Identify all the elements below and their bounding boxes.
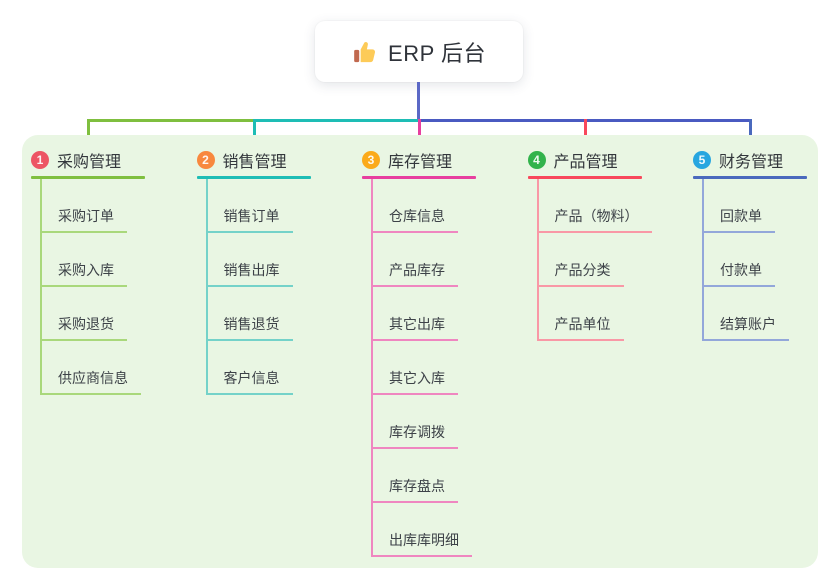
mindmap-node[interactable]: 销售出库 <box>205 233 293 287</box>
branch-1: 1 采购管理采购订单采购入库采购退货供应商信息 <box>31 135 191 568</box>
mindmap-node[interactable]: 库存调拨 <box>371 395 458 449</box>
branch-items: 产品（物料）产品分类产品单位 <box>536 179 652 341</box>
branch-underline <box>196 176 311 179</box>
branch-items: 采购订单采购入库采购退货供应商信息 <box>40 179 141 395</box>
branch-title: 财务管理 <box>719 154 784 171</box>
mindmap-node[interactable]: 出库库明细 <box>371 503 472 557</box>
branch-3: 3 库存管理仓库信息产品库存其它出库其它入库库存调拨库存盘点出库库明细 <box>362 135 522 568</box>
branch-number-badge: 5 <box>693 151 711 169</box>
mindmap-node[interactable]: 其它入库 <box>371 341 458 395</box>
branch-vertical-line <box>40 179 42 395</box>
mindmap-node[interactable]: 采购订单 <box>40 179 127 233</box>
root-node[interactable]: ERP 后台 <box>315 21 523 82</box>
horizontal-line-left-teal <box>252 119 421 122</box>
mindmap-node[interactable]: 库存盘点 <box>371 449 458 503</box>
branch-title-node[interactable]: 2 销售管理 <box>196 147 287 173</box>
mindmap-node[interactable]: 结算账户 <box>702 287 789 341</box>
branch-title: 产品管理 <box>553 154 618 171</box>
branch-stub-line-3 <box>418 119 421 146</box>
mindmap-node[interactable]: 产品库存 <box>371 233 458 287</box>
branch-vertical-line <box>536 179 539 341</box>
mindmap-node[interactable]: 供应商信息 <box>40 341 141 395</box>
branch-items: 回款单付款单结算账户 <box>702 179 789 341</box>
branch-underline <box>527 176 642 179</box>
branch-stub-line-2 <box>252 119 256 146</box>
root-stem-line <box>417 82 420 119</box>
branch-stub-line-4 <box>583 119 587 146</box>
mindmap-node[interactable]: 其它出库 <box>371 287 458 341</box>
mindmap-node[interactable]: 采购退货 <box>40 287 127 341</box>
mindmap-node[interactable]: 回款单 <box>702 179 775 233</box>
mindmap-node[interactable]: 销售订单 <box>205 179 293 233</box>
branch-number-badge: 4 <box>527 151 546 169</box>
mindmap-node[interactable]: 采购入库 <box>40 233 127 287</box>
branch-underline <box>693 176 807 179</box>
branch-title-node[interactable]: 4 产品管理 <box>527 147 618 173</box>
root-title: ERP 后台 <box>388 40 486 66</box>
mindmap-node[interactable]: 客户信息 <box>205 341 293 395</box>
branch-underline <box>31 176 145 179</box>
branch-items: 销售订单销售出库销售退货客户信息 <box>205 179 293 395</box>
branch-title: 库存管理 <box>388 154 453 171</box>
branch-4: 4 产品管理产品（物料）产品分类产品单位 <box>527 135 688 568</box>
branch-items: 仓库信息产品库存其它出库其它入库库存调拨库存盘点出库库明细 <box>371 179 472 557</box>
branch-stub-line-1 <box>87 119 90 146</box>
mindmap-node[interactable]: 销售退货 <box>205 287 293 341</box>
branch-vertical-line <box>371 179 373 557</box>
branch-title: 销售管理 <box>222 154 287 171</box>
mindmap-node[interactable]: 仓库信息 <box>371 179 458 233</box>
branch-title-node[interactable]: 1 采购管理 <box>31 147 121 173</box>
branch-number-badge: 2 <box>196 151 215 169</box>
branch-title-node[interactable]: 5 财务管理 <box>693 147 783 173</box>
branch-number-badge: 3 <box>362 151 380 169</box>
branch-5: 5 财务管理回款单付款单结算账户 <box>693 135 839 568</box>
mindmap-node[interactable]: 产品单位 <box>536 287 624 341</box>
branch-underline <box>362 176 476 179</box>
branch-title: 采购管理 <box>57 154 122 171</box>
branch-number-badge: 1 <box>31 151 49 169</box>
mindmap-node[interactable]: 付款单 <box>702 233 775 287</box>
branch-2: 2 销售管理销售订单销售出库销售退货客户信息 <box>196 135 357 568</box>
mindmap-node[interactable]: 产品（物料） <box>536 179 652 233</box>
branch-title-node[interactable]: 3 库存管理 <box>362 147 452 173</box>
mindmap-node[interactable]: 产品分类 <box>536 233 624 287</box>
thumbs-up-icon <box>352 39 378 65</box>
horizontal-line-left-green <box>87 119 256 122</box>
branch-vertical-line <box>205 179 208 395</box>
branch-vertical-line <box>702 179 704 341</box>
branches-panel: 1 采购管理采购订单采购入库采购退货供应商信息 2 销售管理销售订单销售出库销售退货客… <box>22 135 818 568</box>
branch-stub-line-5 <box>749 119 752 146</box>
